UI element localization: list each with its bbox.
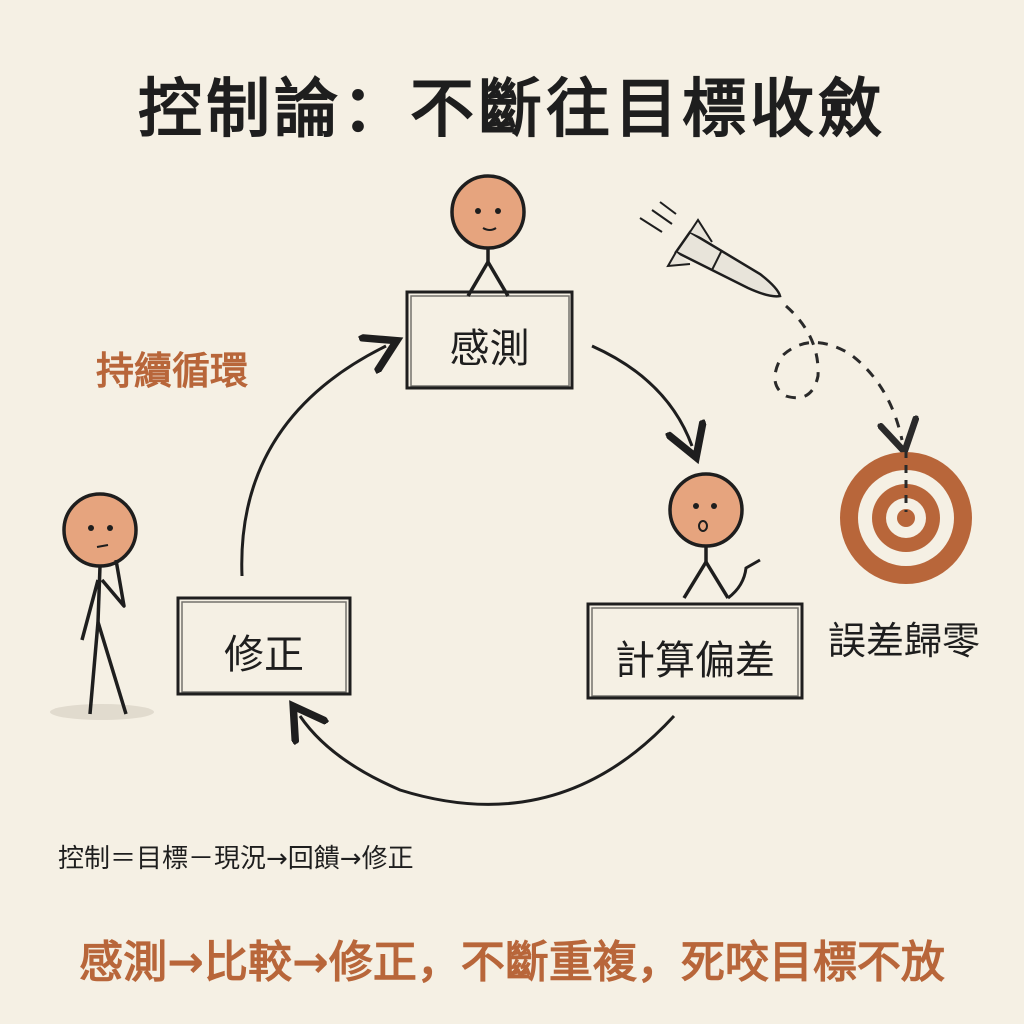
arrow-compute-to-correct <box>300 716 676 806</box>
target-label: 誤差歸零 <box>828 619 981 663</box>
compute-label: 計算偏差 <box>615 638 775 684</box>
rocket-icon <box>639 201 782 298</box>
motto-text: 感測→比較→修正，不斷重複，死咬目標不放 <box>79 937 945 988</box>
sense-label: 感測 <box>449 326 530 372</box>
arrow-correct-to-sense <box>240 346 386 577</box>
loop-label: 持續循環 <box>96 349 249 393</box>
stick-figure-right <box>668 472 761 600</box>
stick-figure-top <box>450 174 526 297</box>
formula-text: 控制＝目標－現況→回饋→修正 <box>58 844 414 874</box>
compute-box <box>586 602 804 700</box>
page-title: 控制論：不斷往目標收斂 <box>138 73 886 147</box>
stick-figure-left <box>50 492 154 720</box>
correct-label: 修正 <box>224 632 304 678</box>
sense-box <box>405 290 574 390</box>
target-icon <box>840 450 972 584</box>
arrow-sense-to-compute <box>591 344 692 446</box>
correct-box <box>176 596 352 696</box>
trajectory-path <box>773 304 902 440</box>
